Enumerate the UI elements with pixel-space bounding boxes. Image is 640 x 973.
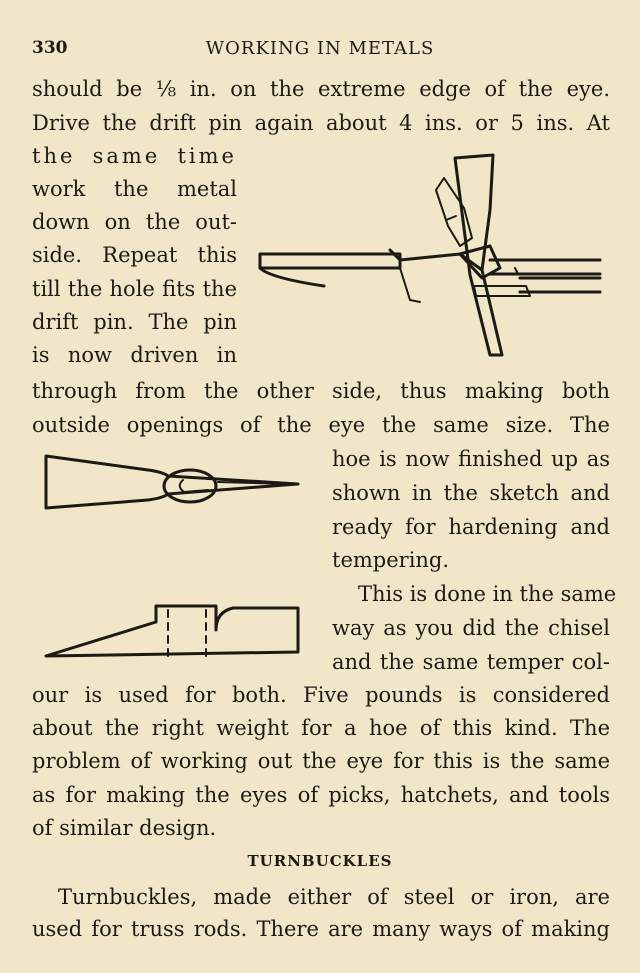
text-line: work the metal [32, 177, 237, 201]
text-line: the same time [32, 144, 237, 168]
text-line: our is used for both. Five pounds is con… [32, 683, 610, 707]
text-line: as for making the eyes of picks, hatchet… [32, 783, 610, 807]
hoe-top-view-figure [44, 454, 300, 510]
section-heading: TURNBUCKLES [247, 852, 393, 870]
text-line: Turnbuckles, made either of steel or iro… [58, 885, 610, 909]
text-line: shown in the sketch and [332, 481, 610, 505]
text-line: should be ⅛ in. on the extreme edge of t… [32, 77, 610, 101]
text-line: ready for hardening and [332, 515, 610, 539]
text-line: outside openings of the eye the same siz… [32, 413, 610, 437]
text-line: of similar design. [32, 816, 217, 840]
page-number: 330 [32, 38, 68, 58]
text-line: and the same temper col- [332, 650, 610, 674]
text-line: about the right weight for a hoe of this… [32, 716, 610, 740]
text-line: is now driven in [32, 343, 237, 367]
text-line: used for truss rods. There are many ways… [32, 917, 610, 941]
text-line: side. Repeat this [32, 243, 237, 267]
text-line: problem of working out the eye for this … [32, 749, 610, 773]
text-line: down on the out- [32, 210, 237, 234]
text-line: tempering. [332, 548, 450, 572]
drift-pin-figure [258, 153, 602, 357]
text-line: till the hole fits the [32, 277, 237, 301]
running-title: WORKING IN METALS [205, 38, 435, 59]
text-line: hoe is now finished up as [332, 447, 610, 471]
hoe-side-view-figure [44, 604, 300, 658]
text-line: drift pin. The pin [32, 310, 237, 334]
text-line: through from the other side, thus making… [32, 379, 610, 403]
text-line: way as you did the chisel [332, 616, 610, 640]
text-line: This is done in the same [358, 582, 617, 606]
text-line: Drive the drift pin again about 4 ins. o… [32, 111, 610, 135]
